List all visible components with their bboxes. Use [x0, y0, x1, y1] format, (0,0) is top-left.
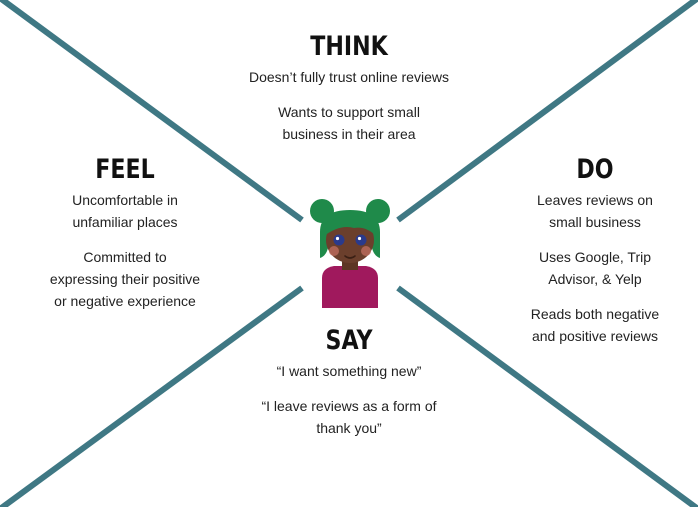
think-heading: THINK: [310, 31, 388, 62]
say-heading: SAY: [325, 325, 373, 356]
feel-item: Uncomfortable in unfamiliar places: [72, 192, 178, 230]
feel-item: Committed to expressing their positive o…: [49, 249, 201, 309]
avatar-eye-left-shine: [335, 236, 340, 241]
diagonal-line-top-right: [396, 0, 698, 223]
do-item: Uses Google, Trip Advisor, & Yelp: [538, 249, 652, 287]
say-item: “I want something new”: [276, 363, 422, 379]
diagonal-line-bottom-left: [0, 285, 304, 507]
do-heading: DO: [576, 154, 614, 185]
think-item: Wants to support small business in their…: [278, 104, 420, 142]
diagonal-line-top-left: [0, 0, 304, 223]
think-item: Doesn’t fully trust online reviews: [249, 69, 449, 85]
think-quadrant: THINK Doesn’t fully trust online reviews…: [220, 32, 478, 145]
say-quadrant: SAY “I want something new” “I leave revi…: [215, 326, 483, 439]
avatar-hair-bangs: [324, 216, 376, 236]
say-item: “I leave reviews as a form of thank you”: [261, 398, 437, 436]
avatar-hair-bun-right: [366, 199, 390, 223]
avatar-cheek-left: [329, 246, 339, 256]
avatar-mouth: [344, 255, 356, 259]
avatar-cheek-right: [361, 246, 371, 256]
feel-quadrant: FEEL Uncomfortable in unfamiliar places …: [20, 155, 230, 312]
avatar-eye-right-shine: [357, 236, 362, 241]
avatar-eye-right: [355, 234, 367, 246]
do-item: Reads both negative and positive reviews: [530, 306, 660, 344]
avatar-hair-bun-left: [310, 199, 334, 223]
avatar-shirt: [322, 266, 378, 308]
diagonal-line-bottom-right: [396, 285, 698, 507]
do-quadrant: DO Leaves reviews on small business Uses…: [505, 155, 685, 347]
avatar-eye-left: [333, 234, 345, 246]
do-item: Leaves reviews on small business: [537, 192, 653, 230]
feel-heading: FEEL: [95, 154, 155, 185]
persona-avatar-icon: [310, 199, 390, 308]
